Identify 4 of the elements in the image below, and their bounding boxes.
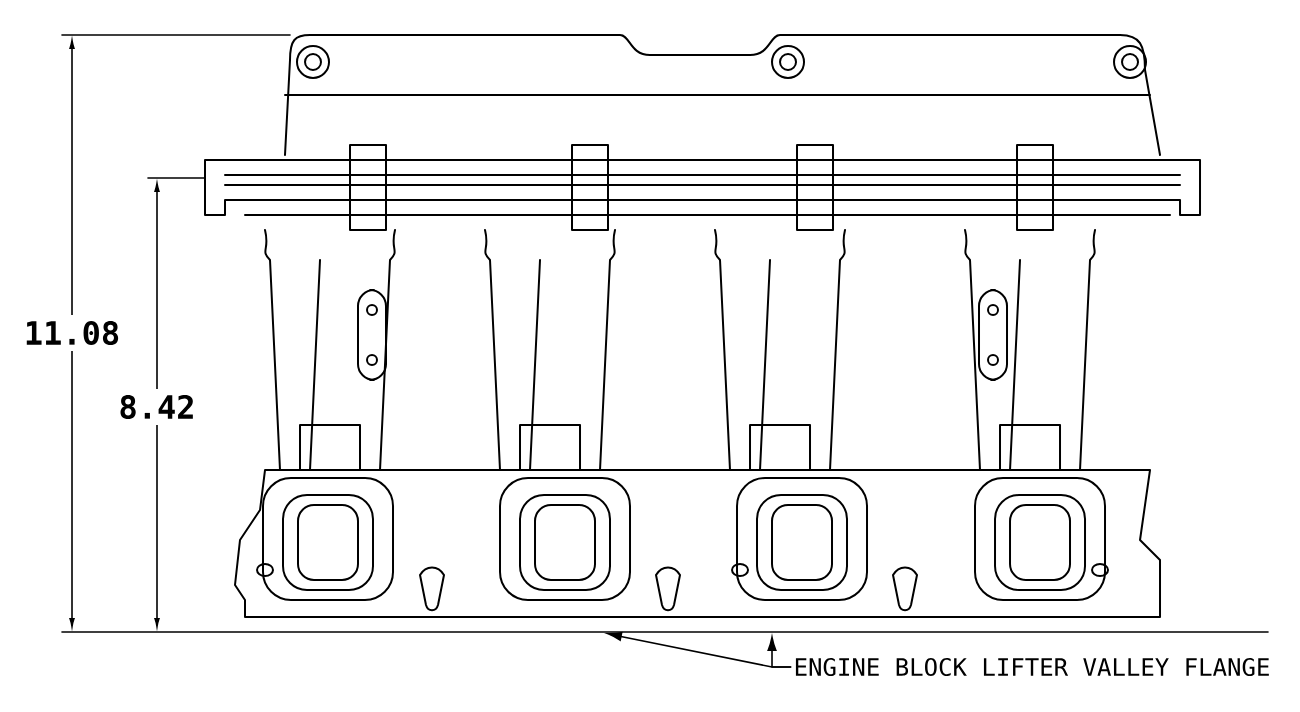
leader-label: ENGINE BLOCK LIFTER VALLEY FLANGE bbox=[795, 657, 1269, 677]
dimension-value: 11.08 bbox=[17, 314, 127, 352]
leader-line bbox=[767, 636, 792, 668]
dimension-value: 8.42 bbox=[112, 388, 202, 426]
